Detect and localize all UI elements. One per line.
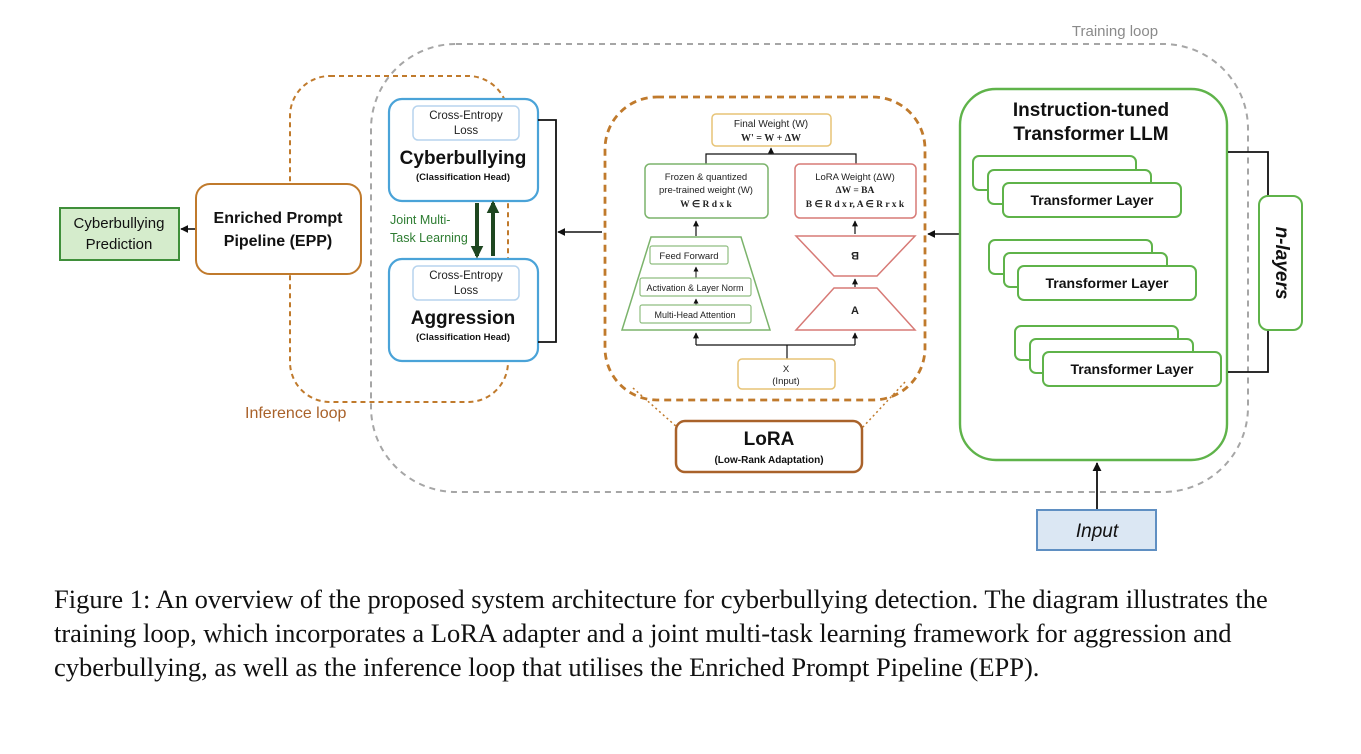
transformer-stack-2: Transformer Layer bbox=[988, 239, 1197, 301]
cyberbullying-prediction-box bbox=[59, 207, 180, 261]
frozen-weight-box bbox=[644, 163, 769, 219]
final-weight-connector bbox=[705, 153, 857, 164]
inference-loop-boundary bbox=[289, 75, 509, 403]
x-input-line2: (Input) bbox=[772, 376, 799, 387]
lora-weight-line1: LoRA Weight (ΔW) bbox=[815, 172, 895, 183]
architecture-figure: Training loop Inference loop Cyberbullyi… bbox=[59, 23, 1303, 551]
frozen-weight-line2: pre-trained weight (W) bbox=[659, 185, 753, 196]
feed-forward-box bbox=[649, 245, 729, 265]
inference-loop-label: Inference loop bbox=[245, 405, 347, 422]
cyberbullying-loss-box bbox=[412, 105, 520, 141]
transformer-layer-3 bbox=[1042, 351, 1222, 387]
matrix-b-trapezoid bbox=[794, 235, 917, 277]
cyberbullying-head-subtitle: (Classification Head) bbox=[416, 172, 510, 183]
lora-box bbox=[674, 419, 864, 474]
activation-norm-box bbox=[639, 277, 752, 297]
lora-detail-panel bbox=[603, 95, 927, 402]
joint-label-line1: Joint Multi- bbox=[390, 213, 450, 227]
lora-weight-box bbox=[794, 163, 917, 219]
llm-title-line1: Instruction-tuned bbox=[1013, 100, 1169, 121]
lora-weight-line2: ΔW = BA bbox=[836, 186, 875, 196]
final-weight-line2: W' = W + ΔW bbox=[741, 133, 801, 144]
frozen-weight-line1: Frozen & quantized bbox=[665, 172, 747, 183]
final-weight-line1: Final Weight (W) bbox=[734, 119, 808, 130]
lora-zoom-line-right bbox=[861, 381, 906, 429]
n-layers-label: n-layers bbox=[1271, 227, 1292, 300]
aggression-head-title: Aggression bbox=[411, 308, 516, 329]
matrix-a-trapezoid bbox=[794, 287, 917, 331]
heads-bracket bbox=[538, 119, 557, 343]
multi-head-attention-box bbox=[639, 304, 752, 324]
lora-box-title: LoRA bbox=[744, 429, 795, 450]
transformer-stack-3: Transformer Layer bbox=[1014, 325, 1222, 387]
prediction-line1: Cyberbullying bbox=[74, 215, 165, 232]
epp-line2: Pipeline (EPP) bbox=[224, 233, 332, 250]
aggression-loss-line1: Cross-Entropy bbox=[429, 270, 503, 282]
llm-title-line2: Transformer LLM bbox=[1013, 124, 1168, 145]
transformer-layer-2 bbox=[1017, 265, 1197, 301]
input-label: Input bbox=[1076, 521, 1119, 542]
frozen-weight-line3: W ∈ R d x k bbox=[680, 199, 732, 210]
activation-norm-label: Activation & Layer Norm bbox=[646, 283, 743, 293]
epp-line1: Enriched Prompt bbox=[214, 210, 344, 227]
transformer-layer-1-label: Transformer Layer bbox=[1031, 192, 1154, 208]
lora-zoom-line-left bbox=[632, 387, 679, 429]
training-loop-label: Training loop bbox=[1072, 23, 1158, 40]
final-weight-box bbox=[711, 113, 832, 147]
lora-weight-line3: B ∈ R d x r, A ∈ R r x k bbox=[806, 199, 905, 210]
n-layers-pill bbox=[1258, 195, 1303, 331]
epp-box bbox=[195, 183, 362, 275]
aggression-loss-box bbox=[412, 265, 520, 301]
prediction-line2: Prediction bbox=[86, 236, 153, 253]
cyberbullying-loss-line1: Cross-Entropy bbox=[429, 110, 503, 122]
x-input-line1: X bbox=[783, 364, 790, 375]
transformer-layer-3-label: Transformer Layer bbox=[1071, 361, 1194, 377]
x-input-box bbox=[737, 358, 836, 390]
matrix-a-label: A bbox=[851, 305, 859, 317]
input-box bbox=[1036, 509, 1157, 551]
multi-head-attention-label: Multi-Head Attention bbox=[654, 310, 735, 320]
aggression-loss-line2: Loss bbox=[454, 285, 479, 297]
transformer-layer-2-label: Transformer Layer bbox=[1046, 275, 1169, 291]
transformer-layer-1 bbox=[1002, 182, 1182, 218]
joint-label-line2: Task Learning bbox=[390, 231, 468, 245]
transformer-stack-1: Transformer Layer bbox=[972, 155, 1182, 218]
training-loop-boundary bbox=[370, 43, 1249, 493]
feed-forward-label: Feed Forward bbox=[659, 251, 718, 262]
lora-box-subtitle: (Low-Rank Adaptation) bbox=[714, 455, 823, 466]
matrix-b-label: B bbox=[851, 249, 859, 261]
figure-caption: Figure 1: An overview of the proposed sy… bbox=[54, 584, 1268, 682]
cyberbullying-loss-line2: Loss bbox=[454, 125, 479, 137]
aggression-head-subtitle: (Classification Head) bbox=[416, 332, 510, 343]
cyberbullying-head-title: Cyberbullying bbox=[400, 148, 527, 169]
